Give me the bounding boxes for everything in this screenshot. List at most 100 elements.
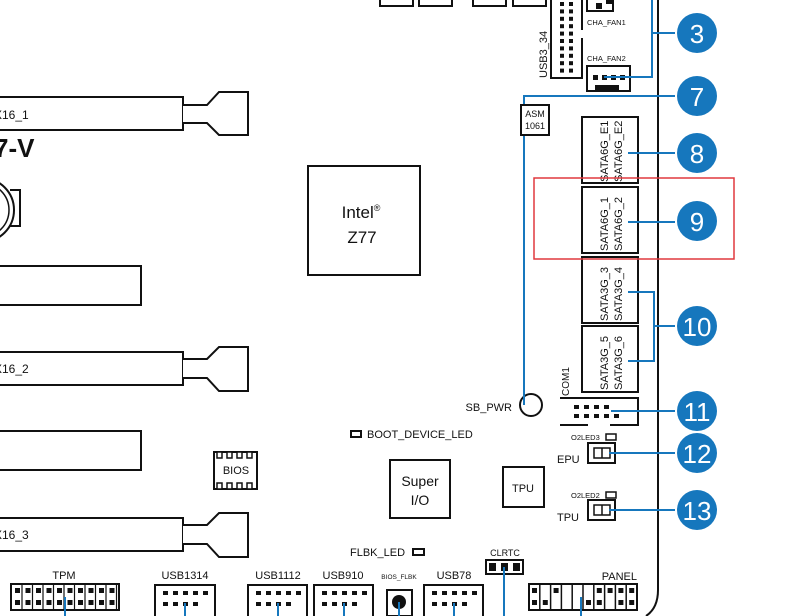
svg-text:BIOS_FLBK: BIOS_FLBK <box>381 574 417 581</box>
svg-text:SATA6G_E1: SATA6G_E1 <box>599 121 611 182</box>
pin <box>216 482 223 490</box>
pin <box>78 588 83 593</box>
pin <box>462 591 467 595</box>
pin <box>560 61 564 66</box>
pin <box>193 591 198 595</box>
pin <box>432 602 437 606</box>
pin <box>594 414 599 418</box>
sata6g-1-2-connectors[interactable]: SATA6G_1 SATA6G_2 <box>581 186 639 254</box>
callout-7: 7 <box>677 76 717 116</box>
callout-8: 8 <box>677 133 717 173</box>
usb3-34-label: USB3_34 <box>538 31 550 78</box>
pin <box>226 451 233 459</box>
pin <box>618 588 624 593</box>
pin <box>352 591 357 595</box>
callout-9: 9 <box>677 201 717 241</box>
highlight-box <box>533 177 735 260</box>
callout-11: 11 <box>677 391 717 431</box>
svg-text:USB78: USB78 <box>437 570 472 582</box>
cha-fan2-header[interactable]: CHA_FAN2 <box>586 54 631 92</box>
usb910-header[interactable]: USB910 <box>313 570 374 616</box>
pin <box>236 482 243 490</box>
pin <box>574 405 579 409</box>
sata6g-e-connectors[interactable]: SATA6G_E1 SATA6G_E2 <box>581 116 639 184</box>
pin <box>442 602 447 606</box>
board-edge <box>645 0 659 616</box>
pin <box>256 591 261 595</box>
pin <box>569 46 573 51</box>
svg-text:1061: 1061 <box>525 121 545 131</box>
svg-text:PANEL: PANEL <box>602 571 637 583</box>
pin <box>432 591 437 595</box>
svg-text:X16_2: X16_2 <box>0 362 29 376</box>
callout-10: 10 <box>677 306 717 346</box>
callout-3: 3 <box>677 13 717 53</box>
pin <box>286 591 291 595</box>
pin <box>586 600 591 605</box>
pin <box>560 2 564 6</box>
svg-text:SATA6G_1: SATA6G_1 <box>599 197 611 251</box>
svg-text:TPU: TPU <box>557 512 579 524</box>
pcie-slot-x16-3[interactable]: X16_3 <box>0 512 249 558</box>
svg-text:SATA3G_5: SATA3G_5 <box>599 336 611 390</box>
pcie-x1-slot-a[interactable] <box>0 265 142 306</box>
usb78-header[interactable]: USB78 <box>423 570 484 616</box>
sata3g-3-4-connectors[interactable]: SATA3G_3 SATA3G_4 <box>581 256 639 324</box>
usb3-34-header[interactable]: USB3_34 <box>538 0 583 79</box>
svg-text:12: 12 <box>683 439 712 469</box>
pin <box>560 39 564 43</box>
flbk-led: FLBK_LED <box>350 547 425 559</box>
pin <box>163 602 168 606</box>
svg-text:SATA6G_2: SATA6G_2 <box>613 197 625 251</box>
pin <box>286 602 291 606</box>
svg-text:13: 13 <box>683 496 712 526</box>
pin <box>226 482 233 490</box>
svg-text:SATA3G_4: SATA3G_4 <box>613 267 625 321</box>
pin <box>569 39 573 43</box>
callout-13: 13 <box>677 490 717 530</box>
pin <box>332 602 337 606</box>
pcie-slot-x16-1[interactable]: X16_1 <box>0 91 249 136</box>
pin <box>332 591 337 595</box>
pin <box>560 9 564 14</box>
svg-text:O2LED2: O2LED2 <box>571 491 600 500</box>
pin <box>560 24 564 29</box>
pin <box>569 61 573 66</box>
pin <box>560 53 564 58</box>
pcie-x1-slot-b[interactable] <box>0 430 142 471</box>
pin <box>15 600 20 605</box>
svg-text:Intel®: Intel® <box>342 203 381 222</box>
pin <box>173 591 178 595</box>
epu-switch[interactable]: O2LED3 EPU <box>557 433 617 466</box>
pin <box>542 600 548 605</box>
svg-text:SATA3G_6: SATA3G_6 <box>613 336 625 390</box>
usb1314-header[interactable]: USB1314 <box>154 570 216 616</box>
tpu-switch[interactable]: O2LED2 TPU <box>557 491 617 524</box>
pin <box>15 588 20 593</box>
pin <box>532 600 537 605</box>
svg-text:8: 8 <box>690 139 704 169</box>
svg-text:7: 7 <box>690 82 704 112</box>
pin <box>109 588 115 593</box>
pin <box>553 588 559 593</box>
pin <box>173 602 178 606</box>
pin <box>629 588 635 593</box>
pcie-slot-x16-2[interactable]: X16_2 <box>0 346 249 392</box>
usb1112-header[interactable]: USB1112 <box>247 570 308 616</box>
pin <box>266 602 271 606</box>
svg-text:X16_1: X16_1 <box>0 108 29 122</box>
pin <box>574 414 579 418</box>
pin <box>109 600 115 605</box>
panel-header[interactable]: PANEL <box>528 571 638 611</box>
sata3g-5-6-connectors[interactable]: SATA3G_5 SATA3G_6 <box>581 325 639 393</box>
pin <box>569 2 573 6</box>
pin <box>472 591 477 595</box>
pin <box>322 602 327 606</box>
cha-fan1-header[interactable]: CHA_FAN1 <box>586 0 626 27</box>
pin <box>88 600 94 605</box>
pin <box>25 600 31 605</box>
pin <box>99 600 104 605</box>
pin <box>246 451 253 459</box>
svg-text:Z77: Z77 <box>347 228 376 247</box>
pin <box>36 588 41 593</box>
